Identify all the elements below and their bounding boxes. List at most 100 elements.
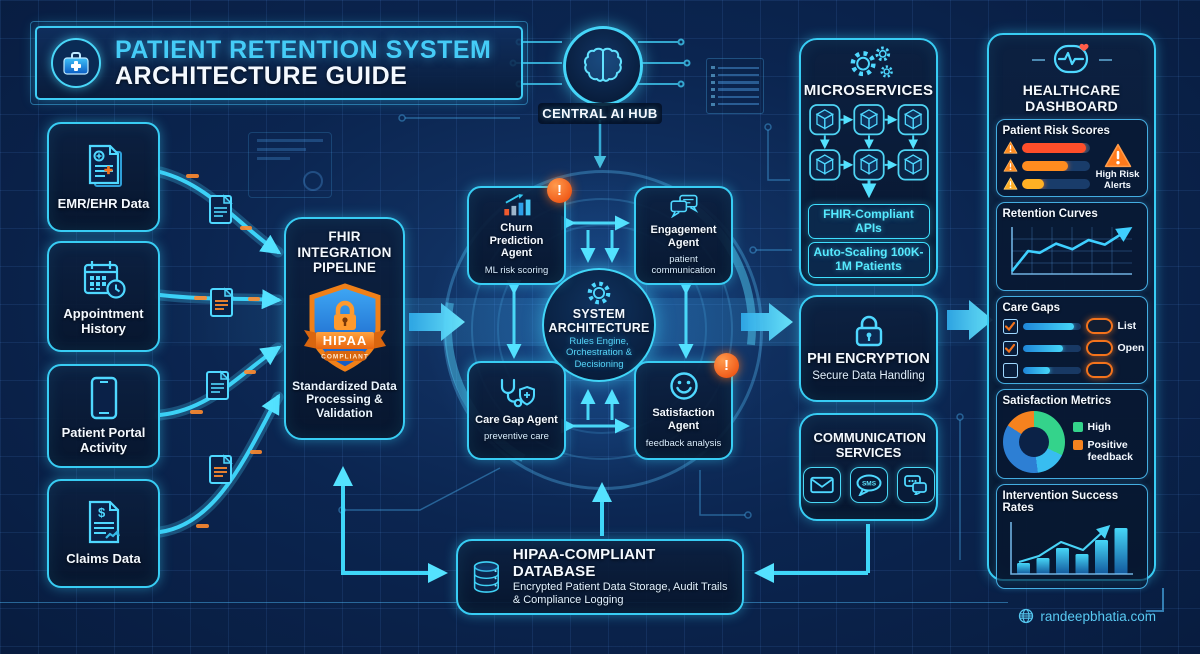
padlock-icon — [855, 315, 882, 346]
communication-title: COMMUNICATION SERVICES — [813, 430, 926, 460]
agent-name: Care Gap Agent — [475, 413, 558, 426]
svg-text:$: $ — [98, 505, 106, 520]
care-gap-row — [1002, 362, 1141, 379]
legend-swatch — [1072, 422, 1083, 433]
agent-name: Engagement Agent — [650, 223, 717, 249]
phi-title: PHI ENCRYPTION — [807, 350, 930, 367]
system-architecture-core: SYSTEM ARCHITECTURE Rules Engine, Orches… — [542, 268, 656, 382]
watermark: randeepbhatia.com — [1018, 608, 1156, 624]
alert-badge-icon: ! — [714, 353, 739, 378]
legend-label: High — [1087, 421, 1111, 434]
risk-bar-fill — [1021, 178, 1044, 189]
auto-scaling-pill: Auto-Scaling 100K-1M Patients — [807, 242, 930, 278]
tablet-icon — [90, 376, 117, 420]
panel-title: Retention Curves — [1002, 208, 1098, 221]
panel-title: Patient Risk Scores — [1002, 125, 1110, 138]
source-claims-data: $ Claims Data — [47, 479, 160, 588]
fhir-integration-pipeline: FHIR INTEGRATION PIPELINE HIPAA COMPLIAN… — [284, 217, 405, 440]
source-label: EMR/EHR Data — [57, 195, 150, 211]
panel-satisfaction-metrics: Satisfaction Metrics High Positive feedb… — [995, 389, 1148, 480]
intervention-bar-chart — [1009, 522, 1133, 575]
database-subtitle: Encrypted Patient Data Storage, Audit Tr… — [512, 580, 728, 607]
bar-chart-growth-icon — [503, 194, 530, 216]
source-label: Patient Portal Activity — [61, 425, 146, 455]
stethoscope-shield-icon — [500, 378, 535, 408]
agent-name: Churn Prediction Agent — [489, 222, 544, 260]
panel-title: Care Gaps — [1002, 302, 1061, 315]
medical-bag-icon — [51, 38, 101, 88]
status-pill — [1085, 362, 1113, 379]
core-title: SYSTEM ARCHITECTURE — [548, 307, 650, 336]
panel-intervention-success: Intervention Success Rates — [995, 484, 1148, 590]
agent-subtitle: feedback analysis — [645, 437, 722, 449]
agent-subtitle: patient communication — [651, 254, 716, 277]
warning-triangle-icon — [1003, 141, 1017, 154]
corner-bracket — [1146, 588, 1164, 612]
hipaa-badge-subtext: COMPLIANT — [321, 353, 369, 360]
page-title-line2: ARCHITECTURE GUIDE — [115, 62, 408, 90]
warning-triangle-icon — [1003, 159, 1017, 172]
page-title-line1: PATIENT RETENTION SYSTEM — [115, 35, 492, 64]
title-block: PATIENT RETENTION SYSTEM ARCHITECTURE GU… — [30, 21, 528, 105]
checkbox-icon — [1002, 340, 1018, 356]
gears-icon — [850, 46, 893, 78]
watermark-text: randeepbhatia.com — [1040, 608, 1156, 624]
hipaa-compliant-badge: HIPAA COMPLIANT — [303, 282, 386, 372]
email-icon — [802, 466, 841, 503]
database-icon — [473, 561, 499, 593]
high-risk-warning-icon — [1104, 144, 1131, 168]
microservices-grid — [808, 103, 929, 198]
care-gap-row: List — [1002, 318, 1141, 335]
checkbox-icon — [1002, 362, 1018, 378]
alert-badge-icon: ! — [547, 178, 572, 203]
risk-row — [1003, 177, 1090, 190]
hipaa-database-box: HIPAA-COMPLIANT DATABASE Encrypted Patie… — [456, 539, 744, 615]
middle-ring — [471, 198, 733, 460]
risk-row — [1003, 141, 1090, 154]
intervention-bars — [1016, 528, 1127, 575]
panel-patient-risk-scores: Patient Risk Scores — [995, 119, 1148, 198]
calendar-clock-icon — [83, 260, 126, 299]
care-gap-label: List — [1117, 320, 1137, 333]
agent-churn-prediction: ! Churn Prediction Agent ML risk scoring — [467, 178, 572, 285]
warning-triangle-icon — [1003, 177, 1017, 190]
status-pill — [1085, 318, 1113, 335]
legend-item: High — [1072, 421, 1140, 434]
risk-bar-fill — [1021, 142, 1087, 153]
medical-record-icon — [88, 144, 122, 187]
fhir-title: FHIR INTEGRATION PIPELINE — [297, 229, 392, 276]
agent-subtitle: ML risk scoring — [484, 265, 549, 277]
dashboard-title: HEALTHCARE DASHBOARD — [1022, 82, 1121, 115]
panel-care-gaps: Care Gaps List Open — [995, 296, 1148, 385]
agent-subtitle: preventive care — [484, 431, 549, 443]
chat-icon — [896, 466, 935, 503]
microservices-box: MICROSERVICES — [799, 38, 938, 286]
retention-line-chart — [1010, 227, 1132, 275]
decorative-dash — [1031, 59, 1045, 61]
retention-polyline — [1010, 227, 1132, 273]
source-label: Claims Data — [66, 551, 141, 567]
claims-document-icon: $ — [88, 500, 120, 544]
fhir-subtitle: Standardized Data Processing & Validatio… — [292, 378, 397, 421]
status-pill — [1085, 340, 1113, 357]
care-gap-bar — [1022, 322, 1074, 330]
phi-encryption-box: PHI ENCRYPTION Secure Data Handling — [799, 295, 938, 402]
agent-care-gap: ! Care Gap Agent preventive care — [467, 361, 566, 460]
legend-item: Positive feedback — [1072, 439, 1140, 463]
gear-icon — [587, 281, 611, 305]
chat-bubbles-icon — [669, 194, 698, 218]
agent-name: Satisfaction Agent — [652, 407, 715, 433]
source-appointment-history: Appointment History — [47, 241, 160, 352]
source-emr-ehr-data: EMR/EHR Data — [47, 122, 160, 232]
agent-engagement: ! Engagement Agent patient communication — [634, 186, 733, 285]
care-gap-bar — [1022, 366, 1051, 374]
sms-icon: SMS — [849, 466, 888, 503]
hipaa-badge-text: HIPAA — [322, 333, 366, 348]
database-title: HIPAA-COMPLIANT DATABASE — [512, 546, 656, 581]
communication-services-box: COMMUNICATION SERVICES SMS — [799, 413, 938, 521]
care-gap-bar — [1022, 344, 1064, 352]
central-ai-hub-label: CENTRAL AI HUB — [538, 103, 662, 124]
healthcare-dashboard: HEALTHCARE DASHBOARD Patient Risk Scores — [987, 33, 1156, 590]
legend-swatch — [1072, 439, 1083, 450]
